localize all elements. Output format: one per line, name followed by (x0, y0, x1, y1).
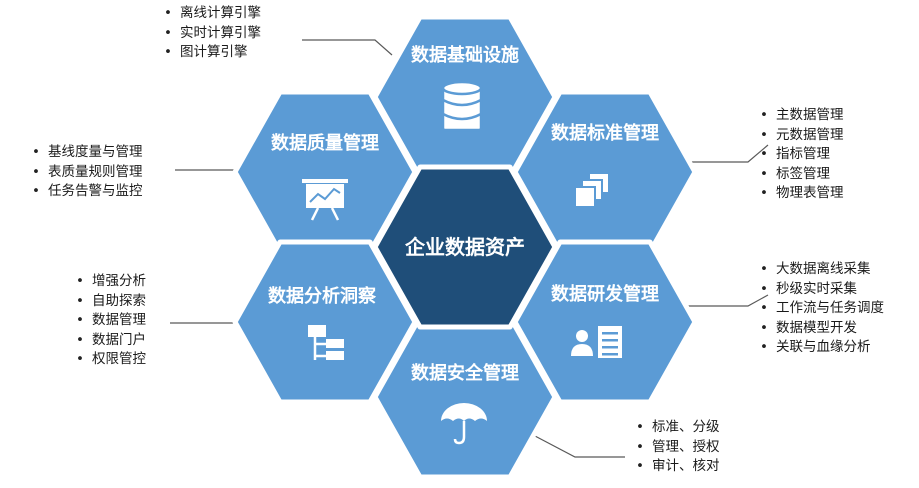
list-item: 基线度量与管理 (30, 143, 143, 163)
security-feature-list: 标准、分级 管理、授权 审计、核对 (634, 418, 720, 477)
hex-title-center: 企业数据资产 (404, 235, 525, 259)
database-icon (441, 80, 483, 132)
list-item: 数据管理 (74, 311, 146, 331)
leader-line-standard (686, 144, 769, 163)
list-item: 自助探索 (74, 292, 146, 312)
list-item: 增强分析 (74, 272, 146, 292)
hex-title-quality: 数据质量管理 (271, 132, 379, 154)
infra-feature-list: 离线计算引擎 实时计算引擎 图计算引擎 (162, 4, 261, 63)
umbrella-icon (441, 403, 487, 445)
user-list-icon (571, 326, 622, 358)
list-item: 物理表管理 (758, 184, 844, 204)
list-item: 标准、分级 (634, 418, 720, 438)
hexagon-data-development (512, 239, 698, 405)
list-item: 权限管控 (74, 350, 146, 370)
list-item: 任务告警与监控 (30, 182, 143, 202)
list-item: 数据模型开发 (758, 319, 884, 339)
hex-title-security: 数据安全管理 (411, 362, 519, 384)
list-item: 管理、授权 (634, 438, 720, 458)
list-item: 实时计算引擎 (162, 24, 261, 44)
quality-feature-list: 基线度量与管理 表质量规则管理 任务告警与监控 (30, 143, 143, 202)
hierarchy-tree-icon (308, 325, 344, 360)
list-item: 大数据离线采集 (758, 260, 884, 280)
hex-title-dev: 数据研发管理 (551, 283, 659, 305)
list-item: 图计算引擎 (162, 43, 261, 63)
list-item: 关联与血缘分析 (758, 338, 884, 358)
leader-line-security (534, 435, 625, 458)
list-item: 主数据管理 (758, 106, 844, 126)
hex-title-infra: 数据基础设施 (411, 44, 519, 66)
hex-title-analysis: 数据分析洞察 (268, 285, 377, 307)
list-item: 表质量规则管理 (30, 163, 143, 183)
list-item: 工作流与任务调度 (758, 299, 884, 319)
leader-line-infra (302, 39, 393, 56)
list-item: 审计、核对 (634, 457, 720, 477)
list-item: 数据门户 (74, 331, 146, 351)
dev-feature-list: 大数据离线采集 秒级实时采集 工作流与任务调度 数据模型开发 关联与血缘分析 (758, 260, 884, 358)
analysis-feature-list: 增强分析 自助探索 数据管理 数据门户 权限管控 (74, 272, 146, 370)
list-item: 指标管理 (758, 145, 844, 165)
leader-line-dev (683, 294, 769, 307)
stacked-pages-icon (574, 172, 610, 208)
presentation-board-icon (302, 179, 348, 221)
list-item: 标签管理 (758, 165, 844, 185)
list-item: 秒级实时采集 (758, 280, 884, 300)
hex-title-standard: 数据标准管理 (551, 122, 659, 144)
standard-feature-list: 主数据管理 元数据管理 指标管理 标签管理 物理表管理 (758, 106, 844, 204)
list-item: 元数据管理 (758, 126, 844, 146)
list-item: 离线计算引擎 (162, 4, 261, 24)
hexagon-enterprise-data-assets (372, 164, 558, 330)
